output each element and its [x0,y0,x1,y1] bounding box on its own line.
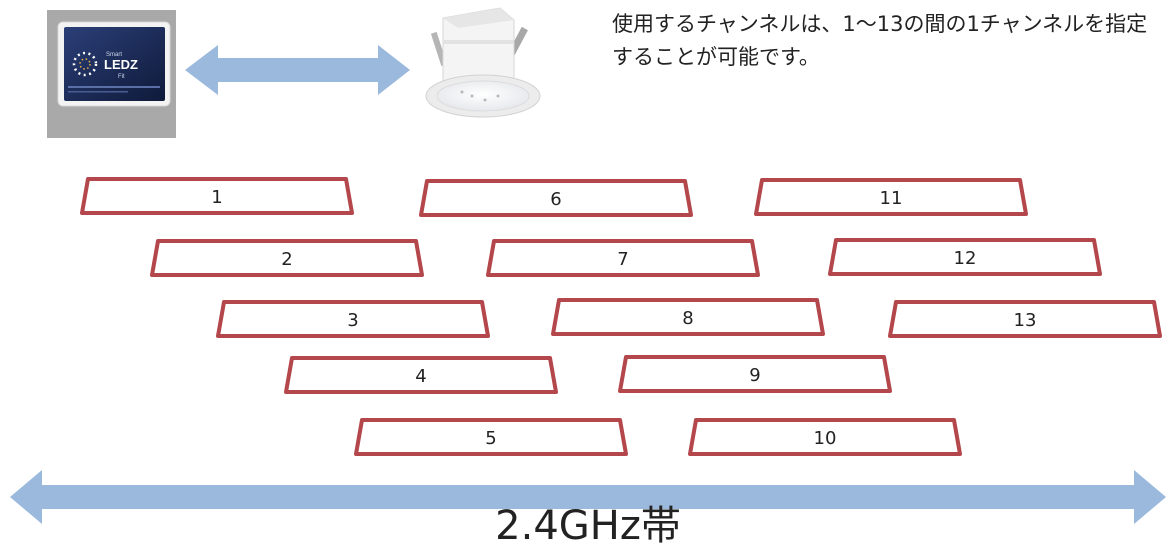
channel-box-outline [486,239,760,277]
channel-label: 3 [347,310,358,331]
channel-label: 11 [880,188,903,209]
channel-box-outline [688,418,962,456]
channel-box-outline [754,178,1028,216]
band-double-arrow [10,470,1166,524]
band-label: 2.4GHz帯 [495,503,681,549]
channel-box-5: 5 [354,418,628,456]
tablet-logo-main: LEDZ [104,57,138,72]
channel-label: 10 [814,428,837,449]
channel-label: 13 [1014,310,1037,331]
channel-label: 9 [749,365,760,386]
channel-box-outline [618,355,892,393]
channel-label: 6 [550,189,561,210]
ceiling-sensor-image [425,7,541,118]
tablet-logo-sub: Fit [118,74,125,80]
channel-box-outline [150,239,424,277]
channel-box-3: 3 [216,300,490,338]
channel-box-13: 13 [888,300,1162,338]
tablet-controller-image: Smart LEDZ Fit [47,10,176,138]
channel-description: 使用するチャンネルは、1～13の間の1チャンネルを指定することが可能です。 [612,12,1148,69]
channel-box-6: 6 [419,179,693,217]
channel-box-outline [284,356,558,394]
channel-label: 5 [485,428,496,449]
channel-label: 12 [954,248,977,269]
channel-box-4: 4 [284,356,558,394]
channel-label: 8 [682,308,693,329]
channel-box-outline [80,177,354,215]
channel-box-1: 1 [80,177,354,215]
channel-box-9: 9 [618,355,892,393]
channel-box-8: 8 [551,298,825,336]
channel-box-outline [551,298,825,336]
tablet-screen-dot-ring [72,51,98,77]
channel-box-10: 10 [688,418,962,456]
channel-label: 2 [281,249,292,270]
tablet-logo-small: Smart [106,52,122,58]
channel-box-outline [419,179,693,217]
channel-box-outline [828,238,1102,276]
channel-label: 1 [211,187,222,208]
channel-box-12: 12 [828,238,1102,276]
channel-label: 4 [415,366,426,387]
channel-box-outline [216,300,490,338]
channel-label: 7 [617,249,628,270]
channel-box-2: 2 [150,239,424,277]
channel-box-7: 7 [486,239,760,277]
channel-box-11: 11 [754,178,1028,216]
channel-box-outline [888,300,1162,338]
pairing-double-arrow [185,45,410,95]
channel-box-outline [354,418,628,456]
